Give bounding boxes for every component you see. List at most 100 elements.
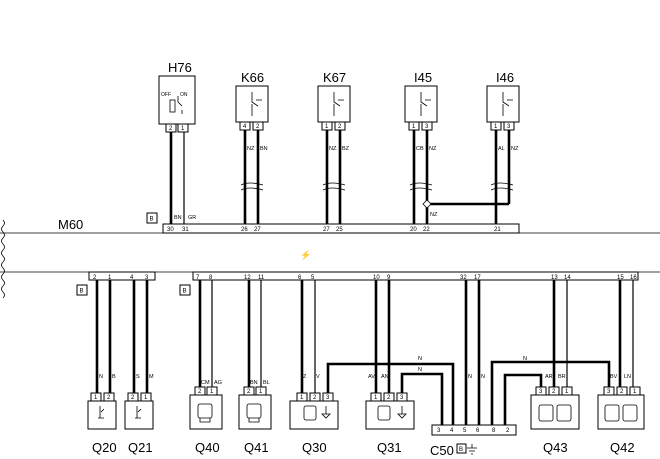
wire-color: N: [481, 374, 485, 380]
pin: 2: [313, 395, 317, 401]
component-h76: H76 OFF ON 2 1 BN GR 30 31: [158, 60, 196, 233]
wire-color: NZ: [429, 146, 437, 152]
terminal: 22: [423, 227, 430, 233]
pin: 1: [144, 395, 148, 401]
wire-color: NZ: [430, 212, 438, 218]
pin: 3: [425, 124, 429, 130]
wire-color: BN: [174, 215, 182, 221]
component-q30: 6 5 Z V 1 2 3 Q30: [289, 275, 339, 455]
wire-color: GR: [188, 215, 196, 221]
terminal: 32: [460, 275, 467, 281]
wire-color: AV: [368, 374, 375, 380]
terminal: 16: [630, 275, 637, 281]
wire-color: M: [149, 374, 154, 380]
switch-on-label: ON: [180, 92, 188, 98]
pin: 2: [552, 389, 556, 395]
wire-color: N: [99, 374, 103, 380]
nz-bus-wire: NZ: [422, 199, 509, 218]
terminal: 4: [130, 275, 134, 281]
pin: 4: [243, 124, 247, 130]
pin: 3: [507, 124, 511, 130]
component-k67: K67 1 2 NZ BZ 27 25: [317, 70, 351, 233]
component-q21: 4 3 S M 2 1 Q21: [124, 275, 154, 455]
ground-icon: [467, 444, 477, 455]
wire-color: N: [468, 374, 472, 380]
component-q20: 2 1 N B 1 2 Q20: [87, 275, 117, 455]
terminal: 11: [258, 275, 265, 281]
terminal: 5: [311, 275, 315, 281]
wire-color: CB: [416, 146, 424, 152]
module-symbol: ⚡: [300, 249, 311, 261]
wire-color: AN: [381, 374, 389, 380]
pin: 1: [633, 389, 637, 395]
pin: 3: [437, 428, 441, 434]
component-label: Q40: [195, 440, 220, 455]
terminal: 14: [564, 275, 571, 281]
pin: 1: [412, 124, 416, 130]
wire-color: AR: [545, 374, 553, 380]
pin: 2: [169, 126, 173, 132]
pin: 1: [94, 395, 98, 401]
pin: 2: [387, 395, 391, 401]
wire-color: NZ: [329, 146, 337, 152]
component-label: Q21: [128, 440, 153, 455]
component-i45: I45 1 3 CB NZ 20 22: [404, 70, 438, 233]
pin: 2: [107, 395, 111, 401]
wire-color: N: [418, 367, 422, 373]
wire-color: AL: [498, 146, 505, 152]
pin: 1: [259, 389, 263, 395]
connector-badge: B: [459, 447, 463, 453]
pin: 8: [492, 428, 496, 434]
terminal: 30: [167, 227, 174, 233]
wire-color: LN: [624, 374, 631, 380]
component-label: Q42: [610, 440, 635, 455]
terminal: 6: [298, 275, 302, 281]
component-q42: 15 16 BV LN 3 2 1 Q42: [597, 275, 645, 455]
component-label: I46: [496, 70, 514, 85]
component-label: K67: [323, 70, 346, 85]
pin: 3: [539, 389, 543, 395]
wire-color: CM: [201, 380, 210, 386]
pin: 2: [131, 395, 135, 401]
connector-badge-2: B: [183, 289, 187, 295]
component-label: Q43: [543, 440, 568, 455]
terminal: 10: [373, 275, 380, 281]
pin: 5: [463, 428, 467, 434]
ground-wires: N N N: [326, 356, 611, 425]
component-label: Q30: [302, 440, 327, 455]
wire-color: NZ: [247, 146, 255, 152]
terminal: 27: [254, 227, 261, 233]
terminal: 8: [209, 275, 213, 281]
terminal: 25: [336, 227, 343, 233]
wire-color: S: [136, 374, 140, 380]
terminal: 17: [474, 275, 481, 281]
pin: 3: [326, 395, 330, 401]
connector-badge-1: B: [80, 289, 84, 295]
wire-color: BN: [250, 380, 258, 386]
terminal: 15: [617, 275, 624, 281]
component-k66: K66 4 2 NZ BN 26 27: [235, 70, 269, 233]
terminal: 2: [93, 275, 97, 281]
module-label: M60: [58, 217, 83, 232]
terminal: 26: [241, 227, 248, 233]
terminal: 1: [108, 275, 112, 281]
pin: 1: [374, 395, 378, 401]
component-q41: 12 11 BN BL 2 1 Q41: [238, 275, 272, 455]
terminal: 13: [551, 275, 558, 281]
component-q43: 13 14 AR BR 3 2 1 Q43: [530, 275, 580, 455]
module-badge: B: [150, 217, 154, 223]
ground-connector-c50: 32 17 N N 3 4 5 6 8 2 C50 B: [430, 275, 517, 458]
component-q40: 7 8 CM AG 2 1 Q40: [189, 275, 223, 455]
wire-color: B: [112, 374, 116, 380]
pin: 2: [256, 124, 260, 130]
wire-color: N: [523, 356, 527, 362]
pin: 2: [247, 389, 251, 395]
wire-color: NZ: [511, 146, 519, 152]
pin: 2: [620, 389, 624, 395]
wire-color: BR: [558, 374, 566, 380]
terminal: 3: [145, 275, 149, 281]
pin: 1: [210, 389, 214, 395]
pin: 3: [400, 395, 404, 401]
wire-color: BL: [263, 380, 270, 386]
